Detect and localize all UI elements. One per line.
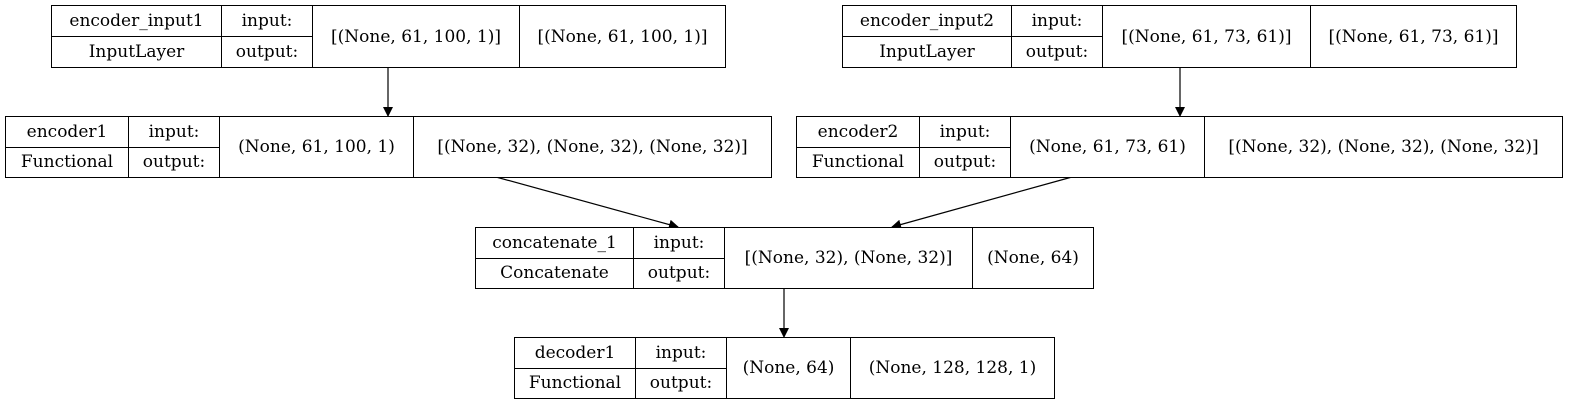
input-shape: [(None, 61, 73, 61)] (1121, 26, 1292, 47)
input-label: input: (653, 232, 705, 253)
input-shape-cell: (None, 61, 100, 1) (219, 117, 413, 177)
layer-type: InputLayer (843, 36, 1011, 67)
input-shape: [(None, 32), (None, 32)] (744, 248, 953, 268)
output-shape-cell: [(None, 61, 100, 1)] (519, 6, 725, 67)
node-decoder1: decoder1 Functional input: output: (None… (514, 337, 1055, 399)
output-shape: [(None, 61, 100, 1)] (537, 26, 708, 47)
node-concatenate-1: concatenate_1 Concatenate input: output:… (475, 227, 1094, 289)
input-shape: (None, 61, 73, 61) (1029, 137, 1186, 157)
node-encoder-input2: encoder_input2 InputLayer input: output:… (842, 5, 1517, 68)
input-shape-cell: [(None, 61, 73, 61)] (1102, 6, 1310, 67)
edge-encoder2-to-concatenate (891, 176, 1073, 230)
input-shape-cell: (None, 64) (726, 338, 850, 398)
layer-name: decoder1 (534, 342, 616, 363)
output-label: output: (129, 146, 219, 178)
output-label: output: (634, 257, 724, 289)
output-shape: (None, 64) (987, 248, 1079, 268)
output-shape-cell: [(None, 61, 73, 61)] (1310, 6, 1516, 67)
input-label: input: (655, 342, 707, 363)
layer-name-cell: decoder1 Functional (515, 338, 635, 398)
input-label: input: (939, 121, 991, 142)
layer-name-cell: encoder_input2 InputLayer (843, 6, 1011, 67)
io-label-cell: input: output: (128, 117, 219, 177)
output-shape: [(None, 32), (None, 32), (None, 32)] (1228, 137, 1539, 157)
input-shape: (None, 64) (742, 358, 835, 378)
output-label: output: (1012, 36, 1102, 67)
output-shape: [(None, 61, 73, 61)] (1328, 26, 1499, 47)
output-label: output: (920, 146, 1010, 178)
output-shape-cell: (None, 64) (972, 228, 1093, 288)
node-encoder2: encoder2 Functional input: output: (None… (796, 116, 1563, 178)
layer-type: Functional (515, 367, 635, 399)
node-encoder1: encoder1 Functional input: output: (None… (5, 116, 772, 178)
io-label-cell: input: output: (919, 117, 1010, 177)
io-label-cell: input: output: (1011, 6, 1102, 67)
layer-name: encoder1 (26, 121, 108, 142)
layer-name-cell: encoder1 Functional (6, 117, 128, 177)
output-shape-cell: [(None, 32), (None, 32), (None, 32)] (1204, 117, 1562, 177)
output-shape: (None, 128, 128, 1) (868, 358, 1037, 378)
layer-name: encoder_input1 (69, 11, 204, 31)
input-shape-cell: [(None, 32), (None, 32)] (724, 228, 972, 288)
input-label: input: (148, 121, 200, 142)
output-label: output: (636, 367, 726, 399)
layer-type: Concatenate (476, 257, 633, 289)
layer-name-cell: concatenate_1 Concatenate (476, 228, 633, 288)
layer-name: concatenate_1 (492, 232, 617, 253)
input-shape: [(None, 61, 100, 1)] (331, 26, 501, 47)
edge-encoder1-to-concatenate (495, 176, 679, 230)
output-label: output: (222, 36, 312, 67)
node-encoder-input1: encoder_input1 InputLayer input: output:… (51, 5, 726, 68)
layer-name: encoder2 (817, 121, 899, 142)
layer-name: encoder_input2 (859, 11, 995, 31)
input-label: input: (241, 11, 293, 31)
layer-name-cell: encoder_input1 InputLayer (52, 6, 221, 67)
output-shape: [(None, 32), (None, 32), (None, 32)] (437, 137, 748, 157)
output-shape-cell: (None, 128, 128, 1) (850, 338, 1054, 398)
input-label: input: (1031, 11, 1083, 31)
layer-type: Functional (6, 146, 128, 178)
layer-type: InputLayer (52, 36, 221, 67)
io-label-cell: input: output: (221, 6, 312, 67)
io-label-cell: input: output: (633, 228, 724, 288)
output-shape-cell: [(None, 32), (None, 32), (None, 32)] (413, 117, 771, 177)
io-label-cell: input: output: (635, 338, 726, 398)
input-shape-cell: (None, 61, 73, 61) (1010, 117, 1204, 177)
layer-type: Functional (797, 146, 919, 178)
input-shape: (None, 61, 100, 1) (238, 137, 395, 157)
layer-name-cell: encoder2 Functional (797, 117, 919, 177)
input-shape-cell: [(None, 61, 100, 1)] (312, 6, 519, 67)
